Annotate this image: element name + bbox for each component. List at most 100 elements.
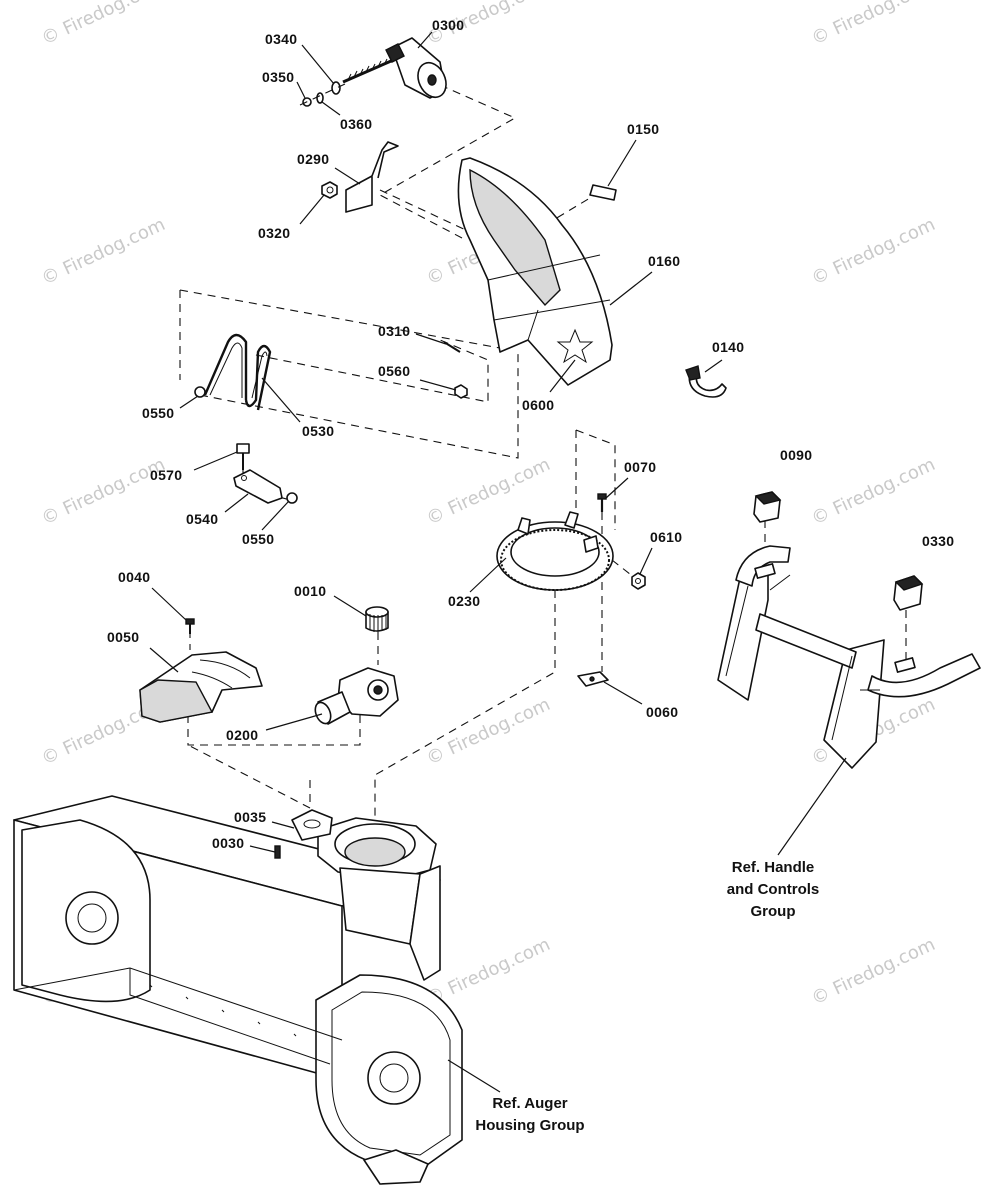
housing-rivets [149,984,297,1037]
part-labels: 0340 0300 0350 0360 0150 0290 0320 0160 … [107,17,954,851]
deflector-inner-shade [469,168,561,307]
cover-0050 [139,651,263,723]
screw-0310 [443,341,461,353]
label-0540: 0540 [186,511,218,527]
pad-0090-top [754,491,782,505]
label-0310: 0310 [378,323,410,339]
bracket-plate [345,175,373,213]
chute-base-neck [339,867,421,945]
leader-0300 [417,31,433,49]
ref-handle-line2: and Controls [727,881,820,898]
screw-head-0070 [597,493,607,500]
deflector-rib [487,254,611,341]
leader-0560 [419,379,457,391]
hardware-0350-0360-0340 [299,81,346,107]
label-0350: 0350 [262,69,294,85]
gearbox-mount [291,809,333,841]
clip-0060 [577,671,609,687]
ring-0230 [496,511,614,591]
bracket-plate-0540 [233,469,283,504]
handle-assembly [717,545,981,769]
label-0530: 0530 [302,423,334,439]
label-0040: 0040 [118,569,150,585]
spring-clip [688,371,727,398]
label-0320: 0320 [258,225,290,241]
cable-loop-outer [203,333,272,411]
leader-0140 [704,359,723,373]
label-0550-lower: 0550 [242,531,274,547]
leader-0310 [415,333,447,345]
part-0030-stud [274,845,281,859]
label-0090: 0090 [780,447,812,463]
label-0550-upper: 0550 [142,405,174,421]
label-0560: 0560 [378,363,410,379]
handle-crossbar [755,613,857,669]
washer-0340 [331,81,341,95]
handle-pad-slot-left [754,563,776,579]
deflector-0160 [457,157,613,386]
leader-lines [149,31,847,1093]
dash-chute-to-ring [575,429,616,530]
leader-0230 [469,557,507,593]
watermark: © Firedog.com [38,0,168,50]
ref-auger-line1: Ref. Auger [492,1095,567,1112]
label-0150: 0150 [627,121,659,137]
leader-0530 [261,377,301,423]
ring-tab-side [583,535,599,553]
cable-0530 [203,333,272,411]
bolt-head [236,443,250,454]
watermark: © Firedog.com [38,454,168,530]
motor-clamp [385,43,405,63]
washer-0360 [316,92,324,104]
leader-0320 [299,194,325,225]
watermark: © Firedog.com [423,454,553,530]
dash-label-to-deflector [544,191,601,226]
chute-base-side [409,865,441,981]
label-0070: 0070 [624,459,656,475]
dash-motor-to-deflector [378,84,517,239]
hex-nut-0610 [631,572,646,590]
decal-label [589,184,617,201]
ring-inner [510,527,600,577]
hardware-0310-0560 [443,341,468,399]
watermark: © Firedog.com [423,694,553,770]
leader-0070 [605,477,629,499]
housing-left-bearing [65,891,119,945]
cover-front [139,679,214,723]
label-0050: 0050 [107,629,139,645]
housing-bottom-edge [13,967,343,1065]
label-0610: 0610 [650,529,682,545]
hex-nut [321,181,338,199]
ring-tab-left [517,517,531,535]
screw-head-0040 [185,618,195,625]
housing-right-side-inner [331,991,451,1156]
leader-0570 [193,451,238,471]
leader-0040 [151,587,187,621]
label-0010: 0010 [294,583,326,599]
rod-thread [347,58,388,81]
pad-0330-top [894,575,924,591]
housing-left-bearing-inner [77,903,107,933]
dash-cable-inner [255,339,489,403]
ring-teeth [500,529,610,591]
clip-tab [685,365,701,381]
housing-skid [363,1149,429,1185]
handle-grip-right [867,653,981,698]
watermark: © Firedog.com [808,0,938,50]
leader-0290 [334,167,361,185]
clip-0140 [685,365,727,398]
ref-auger-line2: Housing Group [475,1117,584,1134]
screw-0040 [185,618,195,634]
leader-0600 [549,359,576,393]
leader-ref-auger [447,1059,501,1093]
label-0360: 0360 [340,116,372,132]
label-0030: 0030 [212,835,244,851]
label-0570: 0570 [150,467,182,483]
leader-0350 [296,81,306,99]
threaded-rod [342,56,399,84]
ref-handle-line1: Ref. Handle [732,859,815,876]
leader-0550-upper [179,395,199,409]
housing-right-bearing [367,1051,421,1105]
label-0140: 0140 [712,339,744,355]
